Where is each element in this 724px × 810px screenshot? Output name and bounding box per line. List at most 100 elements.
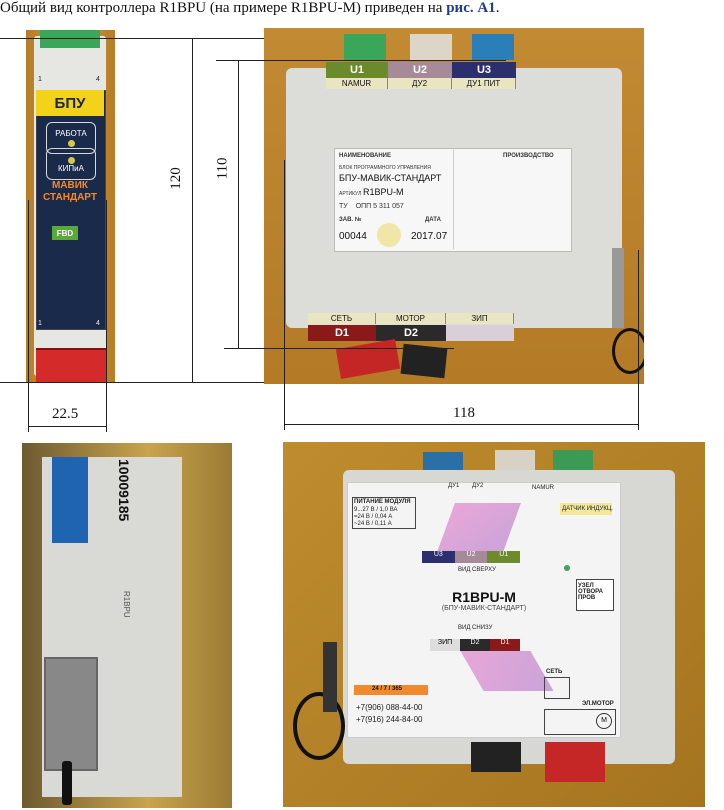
brand-label: БПУ (36, 90, 104, 116)
photo-side-view: U1 U2 U3 NAMUR ДУ2 ДУ1 ПИТ НАИМЕНОВАНИЕ … (264, 28, 644, 384)
tu-row: ТУ ОПП 5 311 057 (339, 203, 404, 210)
net-label: СЕТЬ (546, 669, 563, 675)
red-connector (335, 339, 401, 379)
terminal-u2: U2 (388, 62, 452, 78)
caption-text: Общий вид контроллера R1BPU (на примере … (0, 0, 447, 16)
led-kipia-label: КИПиА (58, 164, 84, 173)
label-namur: NAMUR (532, 485, 554, 491)
bottom-d-strip: ЗИП D2 D1 (430, 639, 520, 651)
date-label: ДАТА (425, 217, 441, 223)
model-subtitle: (БПУ-МАВИК-СТАНДАРТ) (441, 605, 527, 612)
label-namur: NAMUR (326, 78, 389, 89)
photo-top-view: ПИТАНИЕ МОДУЛЯ 9...27 В / 1,0 ВА =24 В /… (283, 442, 705, 807)
label-du2: ДУ2 (472, 483, 484, 489)
maker-label: ПРОИЗВОДСТВО (503, 153, 554, 159)
bottom-terminal-strip: D1 D2 (308, 325, 514, 341)
usb-connector (44, 657, 98, 771)
name-sub: БЛОК ПРОГРАММНОГО УПРАВЛЕНИЯ (339, 165, 431, 171)
hours-label: 24 / 7 / 365 (372, 686, 403, 692)
terminal-u3: U3 (452, 62, 516, 78)
phone-1: +7(906) 088-44-00 (356, 703, 423, 712)
date-value: 2017.07 (411, 231, 448, 242)
dimension-110: 110 (214, 157, 231, 180)
d2-cell: D2 (460, 639, 490, 651)
top-terminal-strip: U1 U2 U3 (326, 62, 516, 78)
product-name-line1: МАВИК (51, 180, 89, 191)
led-indicator-icon (67, 140, 75, 147)
power-line-3: ~24 В / 0,11 А (354, 521, 392, 527)
dim-line-bottom (0, 382, 264, 383)
product-name-line2: СТАНДАРТ (43, 192, 97, 203)
photo-rear-view: 10009185 R1BPU (22, 443, 232, 808)
d1-cell: D1 (490, 639, 520, 651)
u3-cell: U3 (422, 551, 455, 563)
power-box (352, 497, 416, 529)
figure-reference-link[interactable]: рис. А1 (446, 0, 496, 16)
dim-line-120 (192, 38, 193, 382)
metal-clip (612, 248, 624, 328)
power-box-title: ПИТАНИЕ МОДУЛЯ (354, 499, 411, 505)
label-net: СЕТЬ (308, 313, 377, 324)
sensor-badge (560, 503, 612, 515)
article-label: АРТИКУЛ (339, 191, 362, 197)
dim-vline-right (106, 200, 107, 432)
view-bottom-label: ВИД СНИЗУ (458, 625, 493, 631)
hole-box (576, 579, 614, 611)
usb-connector (323, 642, 337, 712)
cable-loop (612, 328, 644, 374)
serial-sticker: 10009185 (116, 459, 132, 522)
article-row: АРТИКУЛ R1BPU-M (339, 187, 404, 197)
motor-label: ЭЛ.МОТОР (582, 701, 614, 707)
pin-label-right-bottom: 4 (96, 320, 100, 327)
pin-label-left-bottom: 1 (38, 320, 42, 327)
serial-label: ЗАВ. № (339, 217, 362, 223)
model-title: R1BPU-M (452, 589, 516, 605)
cable (62, 761, 72, 805)
front-panel (36, 90, 106, 330)
dim-vline-left (28, 200, 29, 432)
label-du1: ДУ1 (448, 483, 460, 489)
red-connector (545, 742, 605, 782)
bottom-wiring-block (460, 651, 554, 691)
green-terminal (344, 34, 386, 60)
red-terminal (36, 348, 106, 382)
dim-line-top (0, 38, 264, 39)
sensor-label: ДАТЧИК ИНДУКЦ. (562, 506, 613, 512)
led-kipia: КИПиА (46, 148, 96, 180)
hours-bar (354, 685, 428, 695)
dimension-22-5: 22.5 (52, 406, 79, 422)
name-value: БПУ-МАВИК-СТАНДАРТ (339, 173, 442, 183)
label-motor: МОТОР (376, 313, 446, 324)
dim-line-110 (238, 60, 239, 348)
phone-2: +7(916) 244-84-00 (356, 715, 423, 724)
label-du1-pit: ДУ1 ПИТ (452, 78, 516, 89)
zip-cell: ЗИП (430, 639, 460, 651)
black-connector (471, 742, 521, 772)
dim-line-110-top (216, 60, 506, 61)
dimension-118: 118 (453, 405, 475, 421)
led-work-label: РАБОТА (55, 129, 87, 138)
blue-sticker (52, 457, 88, 543)
label-zip: ЗИП (446, 313, 515, 324)
terminal-zip (446, 325, 514, 341)
wiring-diagram-label: ПИТАНИЕ МОДУЛЯ 9...27 В / 1,0 ВА =24 В /… (347, 482, 621, 738)
nameplate: НАИМЕНОВАНИЕ БЛОК ПРОГРАММНОГО УПРАВЛЕНИ… (334, 148, 572, 252)
motor-icon: M (596, 713, 612, 729)
terminal-u1: U1 (326, 62, 388, 78)
dimension-120: 120 (167, 167, 184, 190)
label-du2: ДУ2 (388, 78, 452, 89)
status-led-icon (564, 565, 570, 571)
u1-cell: U1 (487, 551, 521, 563)
top-u-strip: U3 U2 U1 (422, 551, 521, 563)
side-text: R1BPU (122, 591, 131, 618)
terminal-d1: D1 (308, 325, 376, 341)
serial-value: 00044 (339, 231, 367, 242)
led-indicator-icon (67, 157, 75, 164)
power-line-2: =24 В / 0,04 А (354, 514, 393, 520)
bottom-label-strip: СЕТЬ МОТОР ЗИП (308, 313, 515, 324)
dim-vline-118-left (284, 160, 285, 430)
terminal-d2: D2 (376, 325, 446, 341)
seal-circle (377, 223, 401, 247)
pin-label-left: 1 (38, 76, 42, 83)
led-work: РАБОТА (46, 122, 96, 154)
